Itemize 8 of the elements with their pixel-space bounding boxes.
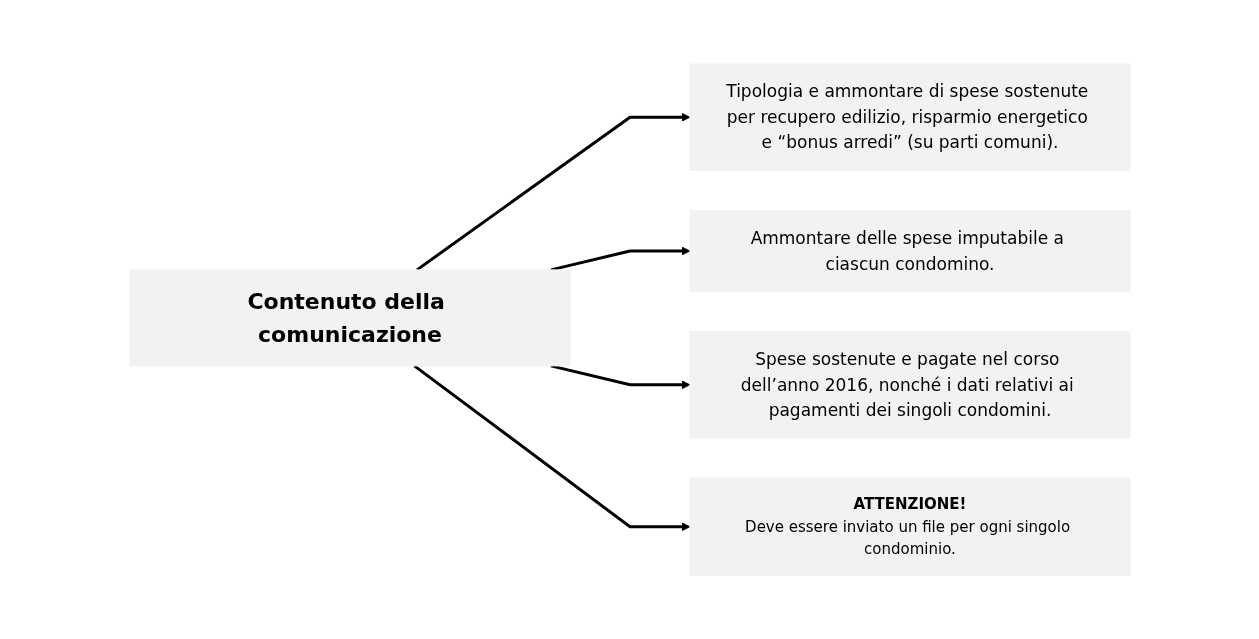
- arrow: [415, 112, 690, 271]
- node-box: Contenuto della comunicazione: [129, 269, 570, 367]
- node-box: Ammontare delle spese imputabile a ciascun condomino.: [689, 209, 1130, 292]
- node-box: ATTENZIONE! Deve essere inviato un file per ogni singolo condominio.: [689, 477, 1130, 576]
- arrow: [550, 364, 690, 389]
- arrow: [412, 364, 690, 531]
- node-box: Tipologia e ammontare di spese sostenute per recupero edilizio, risparmio energetico e “bonus arredi” (su parti comuni).: [689, 63, 1130, 171]
- node-box: Spese sostenute e pagate nel corso dell’anno 2016, nonché i dati relativi ai pagamenti dei singoli condomini.: [689, 330, 1130, 439]
